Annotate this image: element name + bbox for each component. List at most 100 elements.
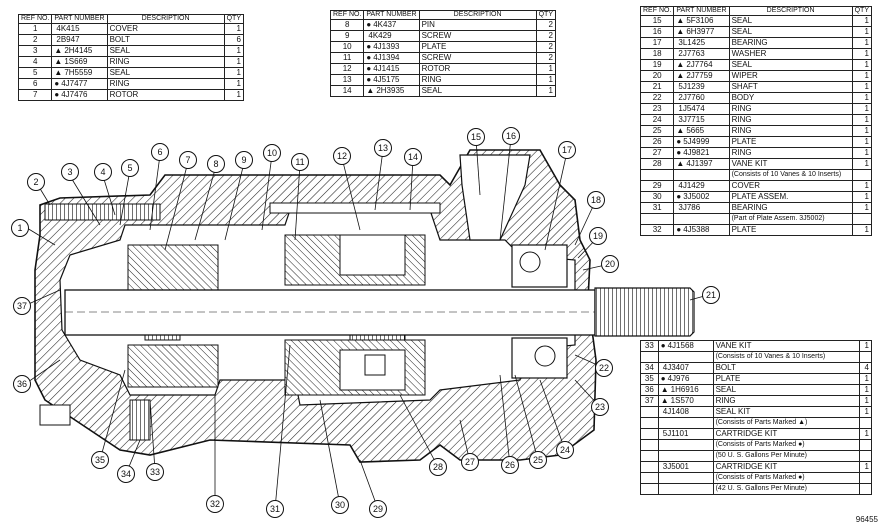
qty-cell: 1 (223, 23, 245, 35)
description-cell: RING (106, 78, 225, 90)
qty-cell (858, 417, 873, 429)
callout-32: 32 (206, 495, 224, 513)
header-ref-no: REF NO. (639, 6, 675, 16)
header-description: DESCRIPTION (418, 10, 537, 20)
qty-cell (858, 351, 873, 363)
ref-cell (639, 169, 675, 181)
part-number: 4J976 (667, 374, 690, 384)
ref-cell: 28 (639, 158, 675, 170)
callout-circle (369, 500, 387, 518)
callout-2: 2 (27, 173, 45, 191)
ref-cell: 7 (17, 89, 53, 101)
kit-marker: ● (366, 42, 372, 52)
part-number-cell (673, 213, 730, 225)
callout-circle (404, 148, 422, 166)
kit-marker: ● (676, 192, 682, 202)
part-number: 2J7764 (686, 60, 713, 70)
kit-marker: ▲ (54, 57, 63, 67)
callout-3: 3 (61, 163, 79, 181)
description-cell: WIPER (728, 70, 853, 82)
description-cell: SEAL (728, 26, 853, 38)
callout-18: 18 (587, 191, 605, 209)
part-number: 2B947 (56, 35, 80, 45)
callout-number: 13 (378, 143, 388, 153)
callout-circle (235, 151, 253, 169)
part-number-cell: 2J7760 (673, 92, 730, 104)
part-number-cell: ●4J7476 (51, 89, 108, 101)
callout-circle (291, 153, 309, 171)
ref-cell: 19 (639, 59, 675, 71)
callout-9: 9 (235, 151, 253, 169)
part-number-cell: 3L1425 (673, 37, 730, 49)
callout-circle (266, 500, 284, 518)
part-number: 4J1393 (373, 42, 400, 52)
callout-5: 5 (121, 159, 139, 177)
part-number: 5F3106 (686, 16, 714, 26)
callout-number: 25 (533, 455, 543, 465)
callout-number: 22 (599, 363, 609, 373)
header-ref-no: REF NO. (329, 10, 365, 20)
callout-circle (91, 451, 109, 469)
part-number-cell: ●4J1393 (363, 41, 420, 53)
qty-cell: 1 (535, 74, 557, 86)
callout-28: 28 (429, 458, 447, 476)
description-cell: SEAL (712, 384, 860, 396)
part-number: 1J5474 (678, 104, 705, 114)
callout-number: 30 (335, 500, 345, 510)
part-number: 2H4145 (64, 46, 93, 56)
callout-circle (11, 219, 29, 237)
ref-cell: 22 (639, 92, 675, 104)
part-number: 5J1239 (678, 82, 705, 92)
ref-cell (639, 213, 675, 225)
part-number: 4J1415 (373, 64, 400, 74)
table-row: (50 U. S. Gallons Per Minute) (640, 450, 873, 462)
top-bolt (44, 202, 441, 221)
description-cell: (Consists of Parts Marked ▲) (712, 417, 860, 429)
callout-number: 36 (17, 379, 27, 389)
callout-37: 37 (13, 297, 31, 315)
callout-number: 28 (433, 462, 443, 472)
callout-number: 18 (591, 195, 601, 205)
part-number-cell: ●4J7477 (51, 78, 108, 90)
callout-circle (61, 163, 79, 181)
callout-7: 7 (179, 151, 197, 169)
part-number: 4K437 (373, 20, 397, 30)
part-number-cell (657, 417, 714, 429)
part-number: 1H6916 (670, 385, 699, 395)
figure-number: 96455 (855, 515, 878, 524)
callout-circle (206, 495, 224, 513)
qty-cell (851, 213, 873, 225)
description-cell: SHAFT (728, 81, 853, 93)
ref-cell: 18 (639, 48, 675, 60)
callout-15: 15 (467, 128, 485, 146)
callout-circle (117, 465, 135, 483)
ref-cell: 31 (639, 202, 675, 214)
callout-circle (151, 143, 169, 161)
ref-cell: 11 (329, 52, 365, 64)
callout-8: 8 (207, 155, 225, 173)
part-number-cell (657, 439, 714, 451)
part-number-cell: ▲5665 (673, 125, 730, 137)
part-number-cell: ●3J5002 (673, 191, 730, 203)
ref-cell: 6 (17, 78, 53, 90)
callout-number: 3 (67, 167, 72, 177)
callout-circle (331, 496, 349, 514)
callout-22: 22 (595, 359, 613, 377)
ref-cell: 14 (329, 85, 365, 97)
part-number: 3J5001 (662, 462, 689, 472)
callout-circle (333, 147, 351, 165)
